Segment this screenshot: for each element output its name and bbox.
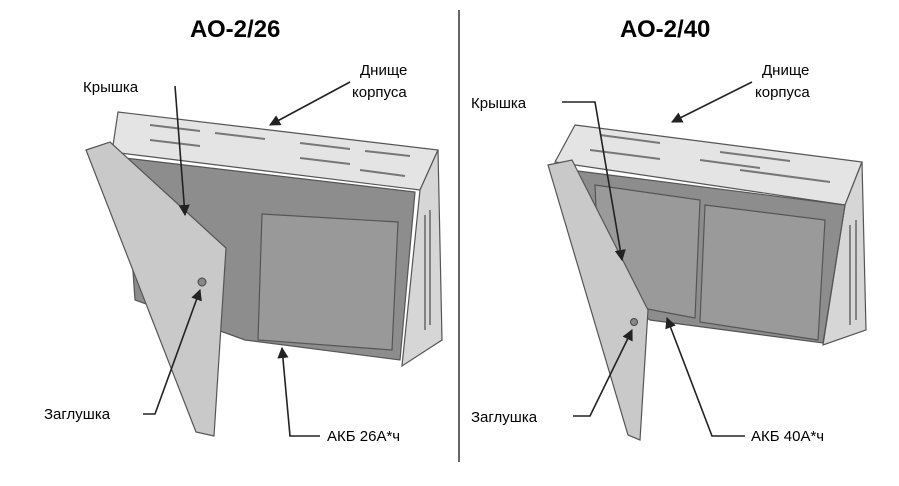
side-panel (401, 149, 443, 368)
vent-slots (149, 124, 411, 177)
label-lid: Крышка (471, 95, 527, 112)
label-battery: АКБ 40А*ч (751, 428, 824, 445)
label-lid: Крышка (83, 79, 139, 96)
door-lid (85, 141, 227, 437)
door-lid (547, 159, 649, 441)
label-bottom-2: корпуса (352, 84, 407, 101)
title-ao-2-40: АО-2/40 (620, 16, 710, 43)
label-bottom-1: Днище (360, 62, 407, 79)
plug (630, 318, 638, 326)
label-bottom-2: корпуса (755, 84, 810, 101)
title-ao-2-26: АО-2/26 (190, 16, 280, 43)
enclosure-ao-2-40: АО-2/40 Крышка Днище корпуса Заглушка АК… (471, 16, 867, 445)
plug (197, 277, 207, 287)
enclosure-ao-2-26: АО-2/26 Крышка Днище корпуса Заглушка АК… (44, 16, 443, 445)
label-bottom-1: Днище (762, 62, 809, 79)
battery-26ah (257, 213, 399, 351)
vent-slots (589, 134, 831, 183)
label-battery: АКБ 26А*ч (327, 428, 400, 445)
label-plug: Заглушка (471, 409, 538, 426)
label-plug: Заглушка (44, 406, 111, 423)
battery-40ah-2 (699, 204, 826, 341)
